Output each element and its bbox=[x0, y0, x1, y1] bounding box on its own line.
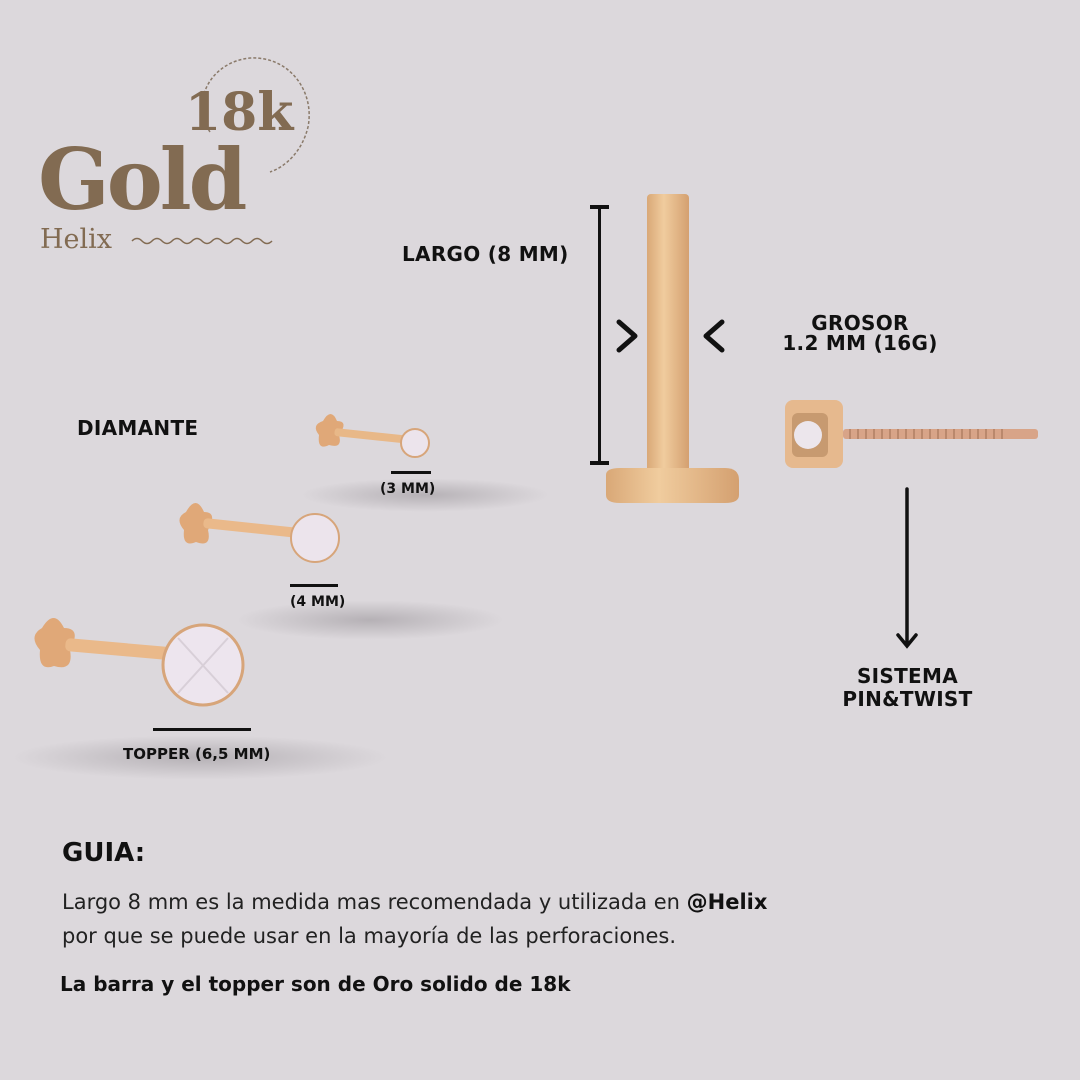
logo-word: Gold bbox=[38, 130, 247, 229]
logo-badge-text: 18k bbox=[185, 82, 294, 143]
chevron-right-icon bbox=[616, 319, 638, 353]
labret-bar-image bbox=[606, 194, 739, 503]
scalloped-badge-icon bbox=[201, 57, 310, 173]
stud-topper-image bbox=[34, 618, 245, 707]
sistema-title: SISTEMA bbox=[856, 664, 959, 688]
size-3mm-label: (3 MM) bbox=[380, 481, 436, 497]
guide-title: GUIA: bbox=[62, 838, 146, 868]
logo-brand: Helix bbox=[40, 224, 113, 255]
pin-twist-top-image bbox=[785, 400, 1038, 468]
stud-4mm-image bbox=[179, 503, 340, 563]
size-4mm-label: (4 MM) bbox=[290, 594, 346, 610]
size-topper-label: TOPPER (6,5 MM) bbox=[123, 745, 271, 763]
largo-label: LARGO (8 MM) bbox=[402, 242, 569, 266]
guide-text-part1: Largo 8 mm es la medida mas recomendada … bbox=[62, 890, 687, 914]
chevron-left-icon bbox=[703, 319, 725, 353]
guide-footer: La barra y el topper son de Oro solido d… bbox=[60, 972, 571, 996]
wavy-line-icon bbox=[131, 237, 273, 245]
guide-text-part2: por que se puede usar en la mayoría de l… bbox=[62, 924, 677, 948]
grosor-value: 1.2 MM (16G) bbox=[782, 331, 938, 355]
sistema-label: SISTEMA PIN&TWIST bbox=[820, 665, 995, 711]
helix-handle[interactable]: @Helix bbox=[686, 890, 768, 914]
guide-text: Largo 8 mm es la medida mas recomendada … bbox=[62, 885, 962, 953]
stud-3mm-image bbox=[315, 414, 430, 458]
grosor-label: GROSOR 1.2 MM (16G) bbox=[775, 313, 945, 353]
grosor-title: GROSOR bbox=[811, 311, 909, 335]
sistema-value: PIN&TWIST bbox=[842, 687, 973, 711]
arrow-down-icon bbox=[896, 487, 918, 649]
diamante-label: DIAMANTE bbox=[77, 416, 199, 440]
